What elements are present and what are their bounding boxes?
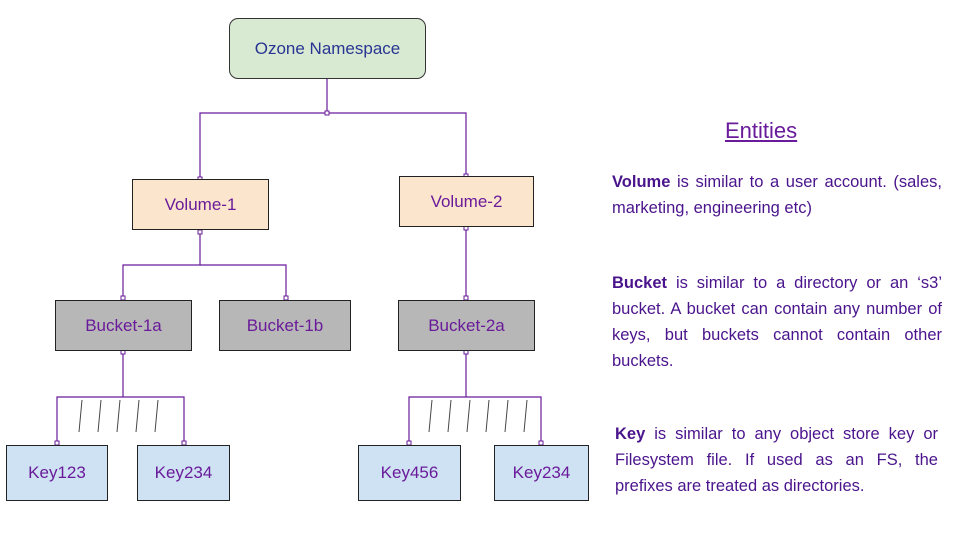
node-label: Key456 [380,463,439,482]
node-volume-1: Volume-1 [132,179,269,230]
bucket-description: Bucket is similar to a directory or an ‘… [612,270,942,374]
node-label: Bucket-1b [246,315,324,335]
node-label: Key234 [154,463,213,482]
edge-root-volume2 [327,112,467,176]
node-ozone-namespace: Ozone Namespace [229,18,426,79]
node-key-123: Key123 [6,445,108,501]
node-bucket-2a: Bucket-2a [398,300,535,351]
node-label: Volume-2 [430,191,503,211]
edge-volume1-bucket1a [122,230,201,300]
entities-title: Entities [725,118,798,143]
edge-bucket1a-keys [56,350,185,445]
node-label: Bucket-2a [428,315,505,335]
key-description: Key is similar to any object store key o… [615,421,938,499]
node-bucket-1b: Bucket-1b [219,300,351,351]
edge-root-volume1 [199,79,328,179]
volume-term: Volume [612,173,671,191]
node-bucket-1a: Bucket-1a [55,300,192,351]
node-label: Key234 [512,463,571,482]
volume-text: is similar to a user account. (sales, ma… [612,173,942,217]
node-label: Key123 [28,463,86,482]
edge-volume1-bucket1b [200,264,287,300]
node-label: Volume-1 [164,194,237,214]
bucket-text: is similar to a directory or an ‘s3’ buc… [612,274,942,370]
key-text: is similar to any object store key or Fi… [615,425,938,495]
key-term: Key [615,425,646,443]
node-label: Bucket-1a [85,315,162,335]
node-key-234-b: Key234 [494,445,589,501]
node-label: Ozone Namespace [254,38,401,58]
bucket-term: Bucket [612,274,668,292]
edge-bucket2a-keys [408,350,542,445]
volume-description: Volume is similar to a user account. (sa… [612,169,942,221]
node-key-234-a: Key234 [137,445,230,501]
node-volume-2: Volume-2 [399,176,534,227]
node-key-456: Key456 [358,445,461,501]
